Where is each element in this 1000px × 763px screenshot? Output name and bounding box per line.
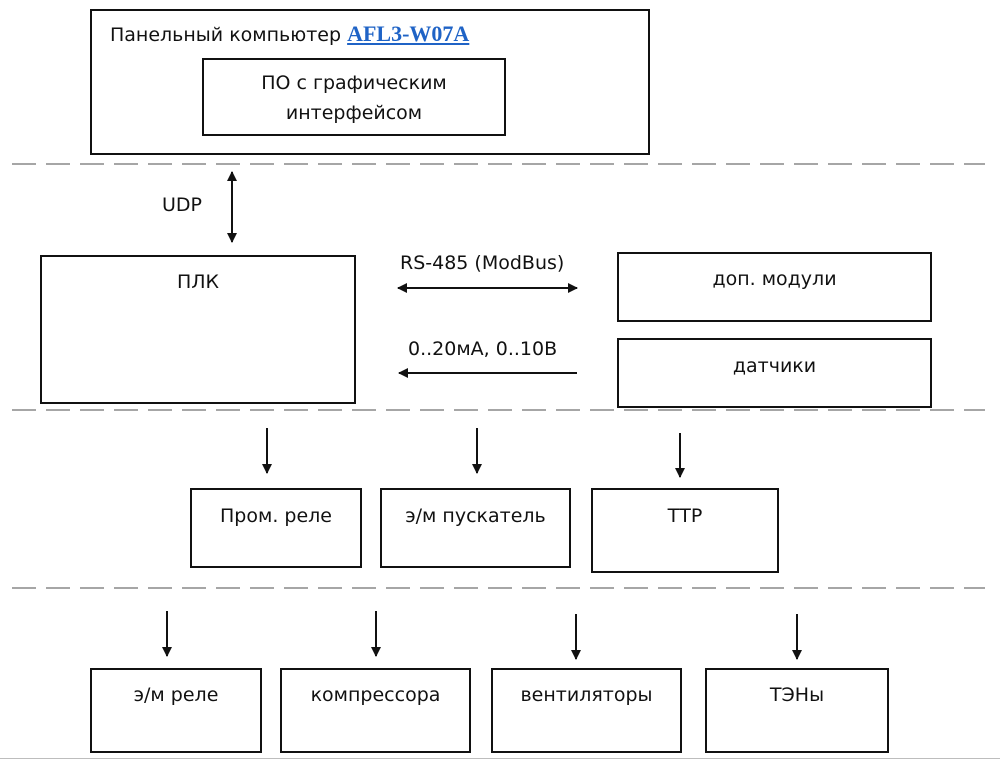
magnetic-starter-label: э/м пускатель — [405, 505, 546, 527]
software-box: ПО с графическим интерфейсом — [202, 58, 506, 136]
software-label-line2: интерфейсом — [285, 102, 423, 124]
sensors-label: датчики — [732, 355, 817, 377]
model-link[interactable]: AFL3-W07A — [347, 21, 470, 46]
industrial-relay-box: Пром. реле — [190, 488, 362, 568]
compressors-label: компрессора — [310, 684, 441, 706]
panel-computer-title: Панельный компьютер AFL3-W07A — [110, 21, 469, 47]
extra-modules-label: доп. модули — [712, 268, 837, 290]
em-relay-label: э/м реле — [133, 684, 219, 706]
panel-computer-box: Панельный компьютер AFL3-W07A ПО с графи… — [90, 9, 650, 155]
rs485-label: RS-485 (ModBus) — [400, 252, 565, 274]
plc-label: ПЛК — [176, 271, 220, 293]
heaters-label: ТЭНы — [769, 684, 825, 706]
analog-label: 0..20мА, 0..10В — [408, 338, 558, 360]
fans-box: вентиляторы — [491, 668, 682, 753]
bottom-border — [0, 758, 1000, 759]
udp-label: UDP — [162, 194, 202, 216]
software-label-line1: ПО с графическим — [261, 72, 447, 94]
ssr-box: ТТР — [591, 488, 779, 573]
extra-modules-box: доп. модули — [617, 252, 932, 322]
heaters-box: ТЭНы — [705, 668, 889, 753]
fans-label: вентиляторы — [520, 684, 653, 706]
magnetic-starter-box: э/м пускатель — [380, 488, 571, 568]
compressors-box: компрессора — [280, 668, 471, 753]
sensors-box: датчики — [617, 338, 932, 408]
ssr-label: ТТР — [667, 505, 703, 527]
em-relay-box: э/м реле — [90, 668, 262, 753]
plc-box: ПЛК — [40, 255, 356, 404]
panel-computer-label: Панельный компьютер — [110, 24, 348, 46]
industrial-relay-label: Пром. реле — [220, 505, 332, 527]
